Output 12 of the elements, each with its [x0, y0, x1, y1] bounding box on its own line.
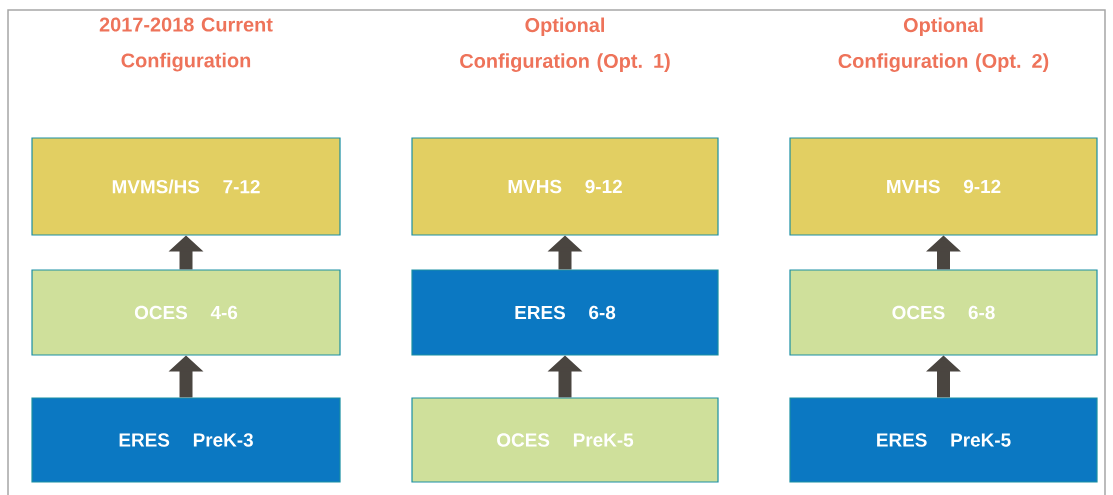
- grade-box: ERES PreK-3: [31, 397, 341, 483]
- grade-box: ERES PreK-5: [789, 397, 1098, 483]
- column-title: Optional Configuration (Opt. 2): [838, 17, 1049, 73]
- column-title: Optional Configuration (Opt. 1): [460, 17, 670, 73]
- grade-box: OCES PreK-5: [411, 397, 719, 483]
- grade-box: MVHS 9-12: [411, 137, 719, 236]
- column-title: 2017-2018 Current Configuration: [99, 17, 273, 72]
- grade-box: OCES 4-6: [31, 269, 341, 356]
- grade-box: MVHS 9-12: [789, 137, 1098, 236]
- grade-box: MVMS/HS 7-12: [31, 137, 341, 236]
- grade-box: ERES 6-8: [411, 269, 719, 356]
- grade-box: OCES 6-8: [789, 269, 1098, 356]
